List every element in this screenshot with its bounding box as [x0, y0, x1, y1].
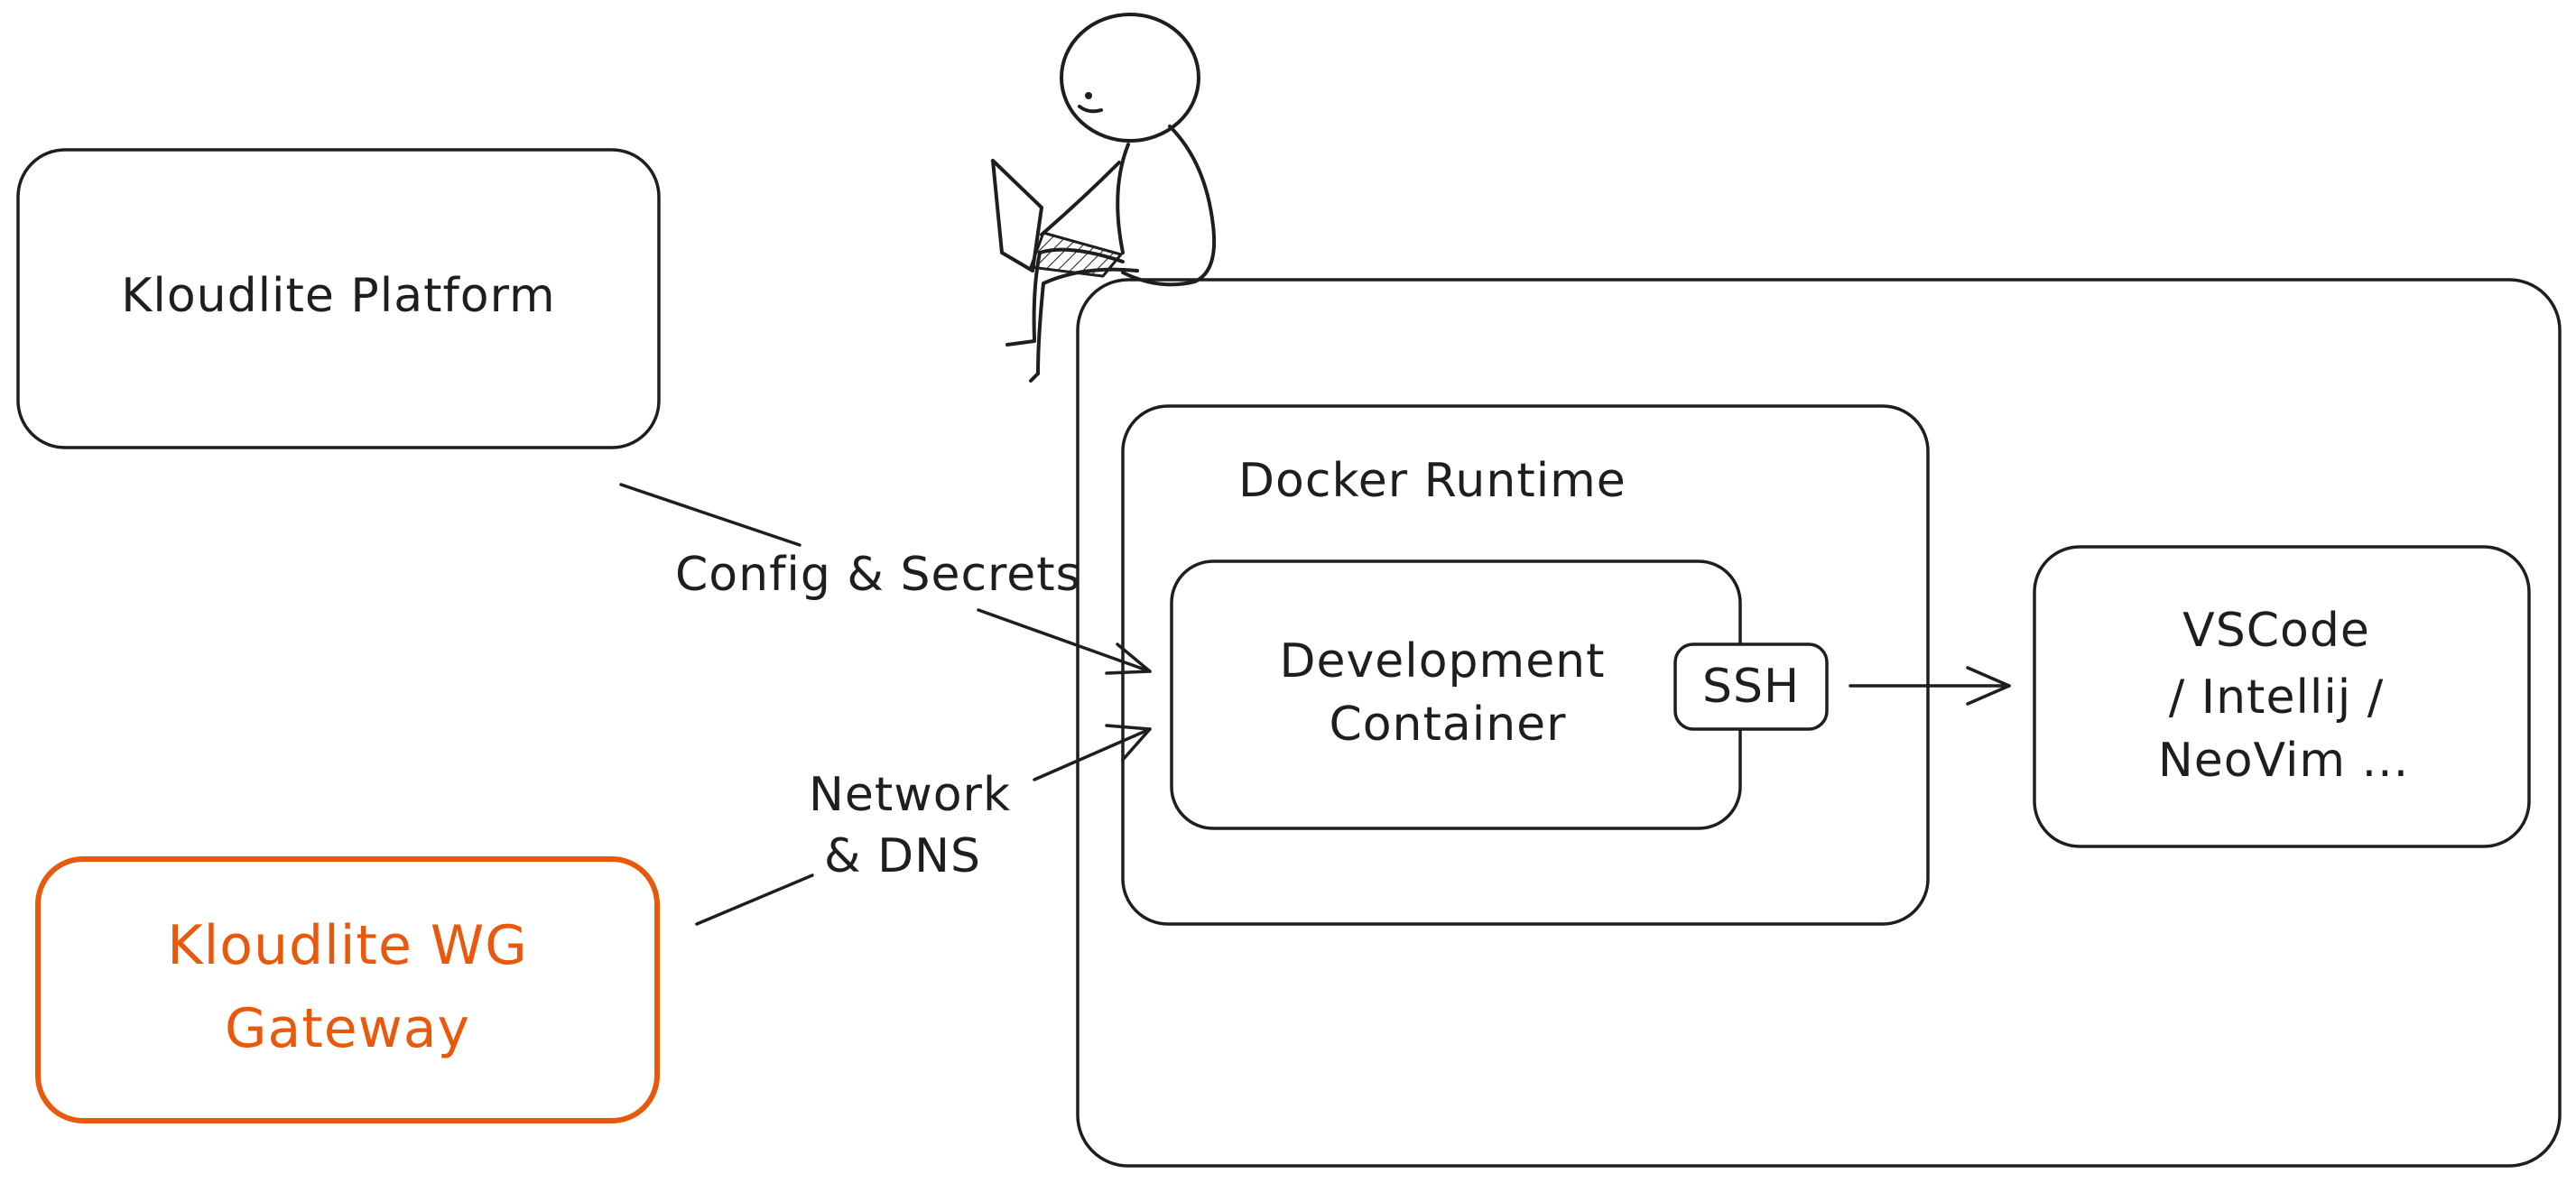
docker-runtime-node: Docker Runtime [1121, 404, 1930, 926]
config-secrets-label: Config & Secrets [675, 548, 1081, 602]
kloudlite-platform-label: Kloudlite Platform [121, 269, 555, 323]
editors-label-line-1: VSCode [2182, 604, 2370, 658]
person-with-laptop-icon [991, 13, 1217, 383]
ssh-label: SSH [1702, 660, 1800, 714]
ssh-port-node: SSH [1673, 642, 1829, 731]
network-dns-label-line-2: & DNS [824, 829, 981, 883]
kloudlite-platform-node: Kloudlite Platform [16, 148, 661, 449]
network-dns-edge: Network & DNS [695, 724, 1152, 926]
dev-container-label-line-1: Development [1279, 634, 1605, 689]
wg-gateway-label-line-2: Gateway [225, 997, 470, 1060]
docker-runtime-label: Docker Runtime [1238, 454, 1626, 508]
editors-label-line-2: / Intellij / [2169, 670, 2385, 725]
config-secrets-edge: Config & Secrets [619, 483, 1152, 675]
wg-gateway-box [35, 856, 660, 1123]
dev-container-node: Development Container [1170, 559, 1742, 830]
dev-container-label-line-2: Container [1329, 698, 1566, 752]
host-machine-box [1076, 278, 2562, 1168]
wg-gateway-label-line-1: Kloudlite WG [167, 914, 528, 977]
editors-label-line-3: NeoVim ... [2158, 734, 2409, 788]
ssh-to-editors-arrow [1849, 666, 2011, 706]
editors-node: VSCode / Intellij / NeoVim ... [2033, 545, 2531, 848]
wg-gateway-node: Kloudlite WG Gateway [35, 856, 660, 1123]
network-dns-label-line-1: Network [809, 768, 1011, 822]
